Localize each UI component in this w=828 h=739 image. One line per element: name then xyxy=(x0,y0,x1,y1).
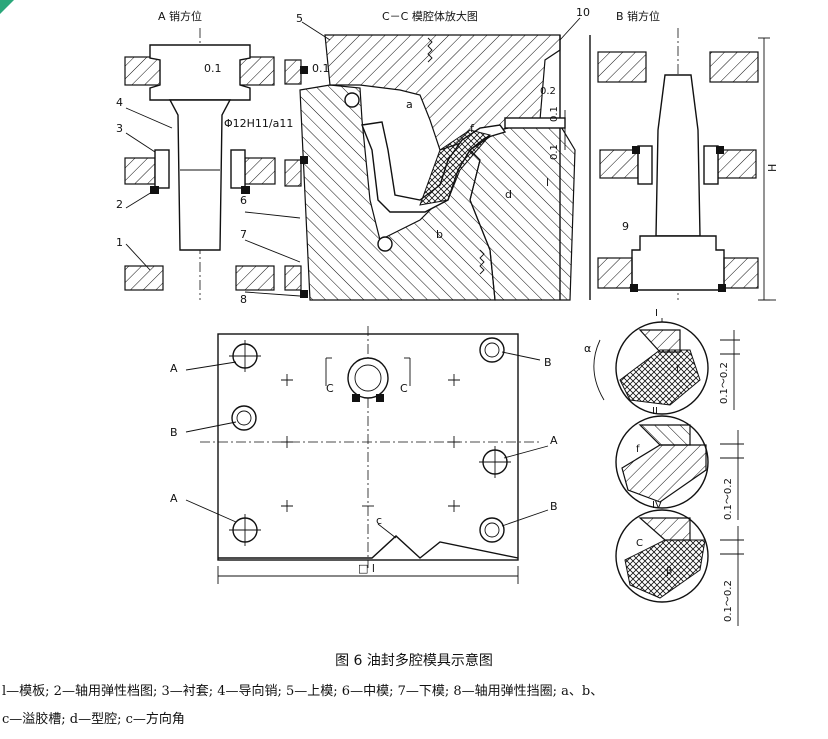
corner-marker xyxy=(0,0,14,14)
part-6-label: 6 xyxy=(240,194,247,207)
range-3-label: 0.1～0.2 xyxy=(723,580,734,622)
angle-beta-label: β xyxy=(666,566,672,577)
part-8-label: 8 xyxy=(240,293,247,306)
hole-b-label-3: B xyxy=(550,500,558,513)
legend-line-2: c—溢胶槽; d—型腔; c—方向角 xyxy=(2,712,185,727)
part-3-label: 3 xyxy=(116,122,123,135)
height-h-label: H xyxy=(766,164,779,172)
section-c-left-label: C xyxy=(326,382,334,395)
plan-view xyxy=(185,326,549,584)
groove-b-label: b xyxy=(436,228,443,241)
detail-i-f-label: f xyxy=(676,364,680,375)
pin-a-assembly xyxy=(124,28,276,300)
part-2-label: 2 xyxy=(116,198,123,211)
direction-angle-c-label: c xyxy=(376,514,382,527)
gap-c-label: 0.2 xyxy=(540,86,556,97)
cavity-d-label: d xyxy=(505,188,512,201)
hole-a-label-1: A xyxy=(170,362,178,375)
range-2-label: 0.1～0.2 xyxy=(723,478,734,520)
part-9-label: 9 xyxy=(622,220,629,233)
pin-b-view-title: B 销方位 xyxy=(616,9,660,23)
angle-alpha-label: α xyxy=(584,342,591,355)
part-7-label: 7 xyxy=(240,228,247,241)
hole-b-label-1: B xyxy=(544,356,552,369)
detail-iv-label: IV xyxy=(652,500,662,511)
hole-a-label-2: A xyxy=(550,434,558,447)
legend-line-1: l—模板; 2—轴用弹性档图; 3—衬套; 4—导向销; 5—上模; 6—中模;… xyxy=(2,684,604,699)
pin-a-view-title: A 销方位 xyxy=(158,9,202,23)
section-cc-title: C－C 模腔体放大图 xyxy=(382,9,478,23)
detail-f-label: f xyxy=(470,122,475,135)
detail-l-label: l xyxy=(546,176,549,189)
range-1-label: 0.1～0.2 xyxy=(719,362,730,404)
part-4-label: 4 xyxy=(116,96,123,109)
section-cc-view xyxy=(244,17,591,301)
gap-e-label: 0.1 xyxy=(549,144,560,160)
plate-width-label: □ l xyxy=(358,562,375,575)
part-5-label: 5 xyxy=(296,12,303,25)
gap-b-label: 0.1 xyxy=(312,62,330,75)
part-1-label: 1 xyxy=(116,236,123,249)
detail-views xyxy=(593,318,744,626)
detail-ii-f-label: f xyxy=(636,444,640,455)
detail-ii-label: II xyxy=(652,406,658,417)
figure-caption: 图 6 油封多腔模具示意图 xyxy=(335,653,493,669)
hole-a-label-3: A xyxy=(170,492,178,505)
detail-iv-c-label: C xyxy=(636,538,643,549)
section-c-right-label: C xyxy=(400,382,408,395)
hole-b-label-2: B xyxy=(170,426,178,439)
mold-drawing: A 销方位 C－C 模腔体放大图 B 销方位 0.1 Φ12H11/a11 4 … xyxy=(116,6,779,626)
detail-i-label: I xyxy=(655,308,658,319)
part-10-label: 10 xyxy=(576,6,590,19)
pin-b-assembly xyxy=(597,28,776,301)
fit-tolerance-label: Φ12H11/a11 xyxy=(224,117,293,130)
gap-a-label: 0.1 xyxy=(204,62,222,75)
gap-d-label: 0.1 xyxy=(549,106,560,122)
groove-a-label: a xyxy=(406,98,413,111)
